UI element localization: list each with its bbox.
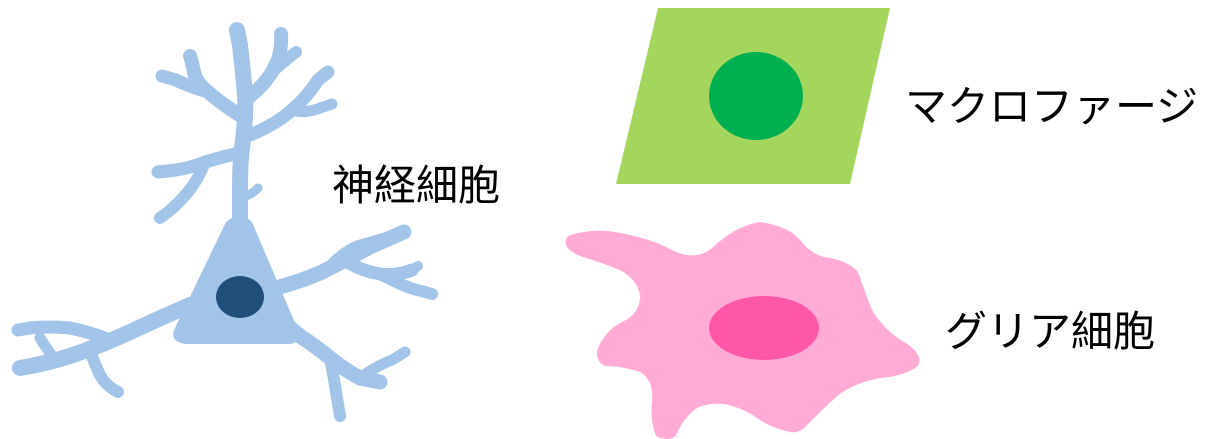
neuron-icon [11,22,438,422]
macrophage-nucleus [709,52,803,140]
neuron-dendrites [11,22,438,422]
neuron-label: 神経細胞 [332,161,501,210]
neuron-nucleus [216,276,264,318]
macrophage-label: マクロファージ [905,82,1199,131]
glial-cell-icon [565,222,920,439]
glial-nucleus [709,296,819,360]
glial-cell-label: グリア細胞 [945,307,1156,356]
macrophage-icon [616,8,890,184]
